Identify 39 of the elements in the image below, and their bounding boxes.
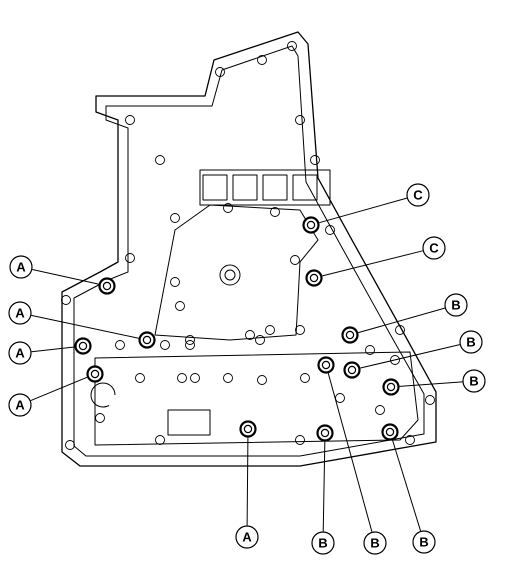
leader-line: [392, 440, 422, 532]
callout-letter: C: [422, 236, 446, 260]
bolt-head: [239, 420, 257, 438]
bolt-head: [138, 331, 156, 349]
bolt-head: [317, 356, 335, 374]
bolt-head: [316, 424, 334, 442]
leader-line: [246, 437, 248, 526]
leader-line: [322, 441, 326, 532]
callout-letter: B: [363, 531, 387, 555]
bolt-head: [74, 337, 92, 355]
bolt-head: [86, 365, 104, 383]
leader-line: [322, 250, 424, 276]
leader-line: [30, 376, 88, 402]
callout-letter: B: [444, 293, 468, 317]
callout-letter: B: [412, 530, 436, 554]
callout-letter: A: [8, 393, 32, 417]
bolt-head: [343, 361, 361, 379]
leader-line: [30, 314, 140, 339]
leader-line: [358, 308, 446, 334]
leader-line: [328, 372, 372, 532]
callout-letter: A: [8, 341, 32, 365]
leader-line: [399, 381, 463, 387]
callout-letter: A: [9, 255, 33, 279]
leader-line: [318, 198, 408, 224]
bolt-head: [305, 269, 323, 287]
bolt-head: [98, 277, 116, 295]
callout-letter: A: [235, 525, 259, 549]
bolt-head: [382, 378, 400, 396]
bolt-head: [341, 326, 359, 344]
callout-letter: B: [311, 531, 335, 555]
callout-letter: A: [8, 301, 32, 325]
callout-letter: B: [462, 369, 486, 393]
bolt-head: [302, 216, 320, 234]
callout-letter: C: [406, 183, 430, 207]
bolt-head: [381, 423, 399, 441]
leader-line: [32, 269, 100, 285]
leader-line: [31, 346, 75, 352]
leader-line: [360, 344, 460, 369]
callout-letter: B: [459, 330, 483, 354]
